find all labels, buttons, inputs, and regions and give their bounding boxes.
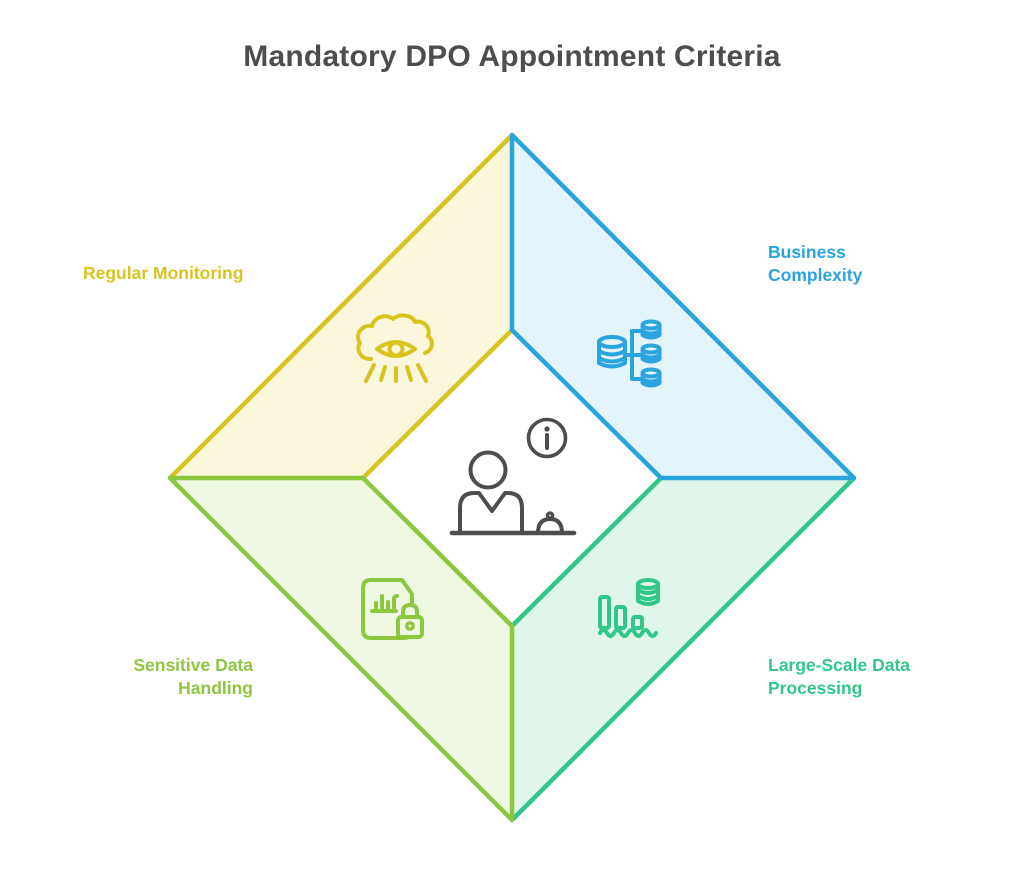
diamond-edges-teal bbox=[509, 475, 857, 823]
info-icon bbox=[526, 417, 568, 459]
monitoring-eye-cloud-icon bbox=[356, 313, 434, 383]
database-network-icon bbox=[597, 319, 662, 388]
label-large-scale-data-processing: Large-Scale Data Processing bbox=[768, 655, 911, 698]
dpo-officer-at-desk-icon bbox=[449, 417, 577, 536]
label-sensitive-data-handling: Sensitive Data Handling bbox=[133, 655, 253, 698]
diamond-edges-lime bbox=[167, 475, 515, 823]
label-regular-monitoring: Regular Monitoring bbox=[83, 263, 244, 283]
diamond-edges-yellow bbox=[167, 132, 515, 481]
document-lock-icon bbox=[361, 578, 424, 640]
label-business-complexity: Business Complexity bbox=[768, 242, 863, 285]
page-title: Mandatory DPO Appointment Criteria bbox=[243, 40, 781, 73]
diamond-edges-blue bbox=[509, 132, 857, 481]
barchart-database-icon bbox=[598, 578, 660, 638]
